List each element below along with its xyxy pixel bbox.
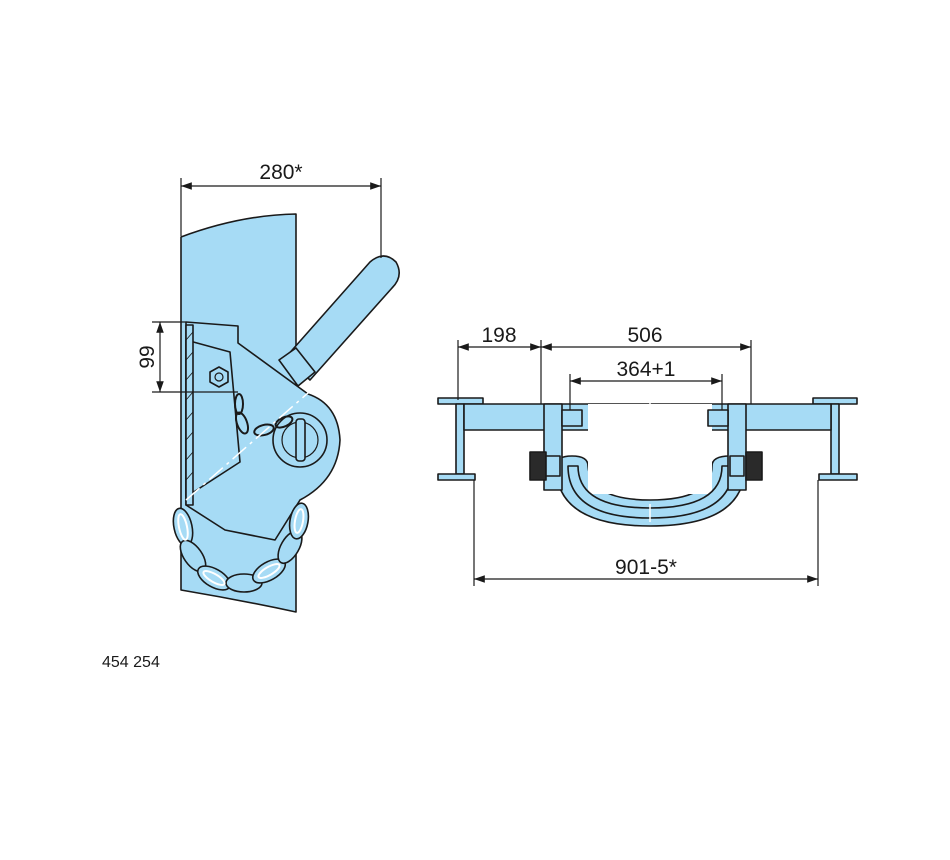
dim-280: 280*: [259, 161, 302, 184]
lever-handle: [285, 255, 400, 381]
dim-99: 99: [136, 345, 159, 368]
side-view-dimensions: 280* 99: [136, 161, 382, 393]
side-view: [172, 213, 400, 613]
left-beam-flange: [437, 397, 484, 405]
dim-198: 198: [481, 324, 516, 347]
right-beam-web: [830, 403, 840, 475]
front-view: [437, 380, 858, 528]
short-chain: [234, 393, 294, 437]
left-clamp-inner: [561, 409, 583, 427]
right-beam-flange: [812, 397, 858, 405]
section-strip: [185, 324, 194, 506]
drawing-number: 454 254: [102, 654, 160, 671]
dim-901: 901-5*: [615, 556, 677, 579]
nut-icon: [209, 366, 229, 388]
left-clamp-plate: [545, 455, 561, 477]
lever-collar: [278, 347, 316, 387]
right-beam-bottom: [818, 473, 858, 481]
front-view-dimensions: 198 506 364+1 901-5*: [457, 324, 819, 586]
right-clamp-plate: [729, 455, 745, 477]
dim-506: 506: [627, 324, 662, 347]
right-clamp-nut: [745, 451, 763, 481]
right-clamp-outer: [727, 403, 747, 491]
left-beam-bottom: [437, 473, 476, 481]
pin-head: [295, 418, 306, 462]
nut-hole: [214, 372, 224, 382]
dim-364: 364+1: [617, 358, 676, 381]
section-hatching: [185, 331, 194, 481]
left-clamp-nut: [529, 451, 547, 481]
left-beam-web: [455, 403, 465, 475]
right-clamp-inner: [707, 409, 729, 427]
